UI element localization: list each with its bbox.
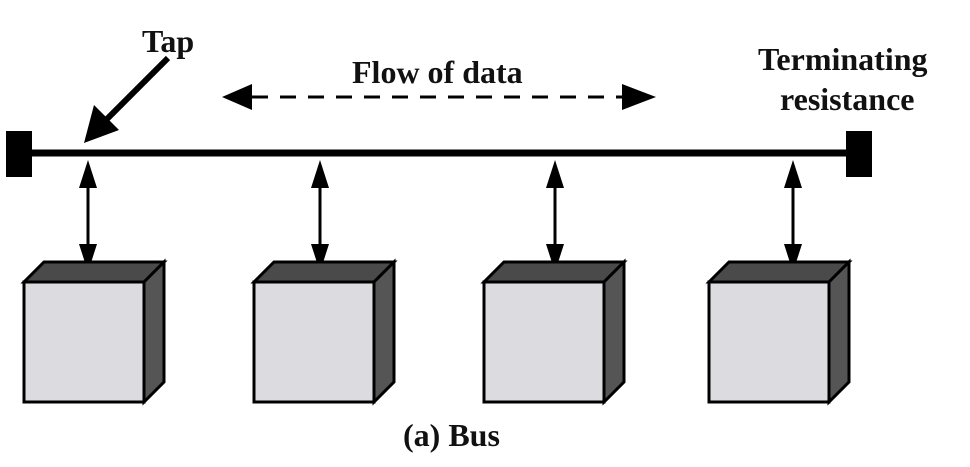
station-box	[480, 258, 628, 406]
tap-label: Tap	[142, 23, 194, 59]
station-box-side	[827, 258, 851, 406]
station-1	[20, 160, 168, 406]
station-box-top	[20, 260, 168, 284]
terminator-right	[846, 131, 872, 177]
flow-of-data-label: Flow of data	[352, 54, 523, 90]
station-2	[250, 160, 398, 406]
station-box-top	[705, 260, 853, 284]
station-box-side	[372, 258, 396, 406]
tap-connection-arrow	[79, 160, 97, 272]
station-box-front	[482, 280, 606, 404]
tap-connection-arrow	[311, 160, 329, 272]
station-box-side	[142, 258, 166, 406]
station-box-front	[707, 280, 831, 404]
station-3	[480, 160, 628, 406]
station-box-front	[252, 280, 376, 404]
station-box	[20, 258, 168, 406]
tap-connection-arrow	[784, 160, 802, 272]
flow-arrow	[222, 84, 656, 110]
flow-arrowhead-left	[222, 84, 252, 110]
terminating-label-line1: Terminating	[758, 41, 928, 77]
flow-arrowhead-right	[622, 84, 656, 110]
tap-connection-arrow	[546, 160, 564, 272]
terminating-label-line2: resistance	[780, 81, 914, 117]
station-box-top	[480, 260, 628, 284]
station-box-top	[250, 260, 398, 284]
tap-pointer-arrow	[84, 55, 171, 143]
caption: (a) Bus	[403, 417, 500, 453]
stations	[20, 160, 853, 406]
station-box-front	[22, 280, 146, 404]
terminator-left	[6, 131, 32, 177]
station-4	[705, 160, 853, 406]
station-box-side	[602, 258, 626, 406]
station-box	[250, 258, 398, 406]
station-box	[705, 258, 853, 406]
